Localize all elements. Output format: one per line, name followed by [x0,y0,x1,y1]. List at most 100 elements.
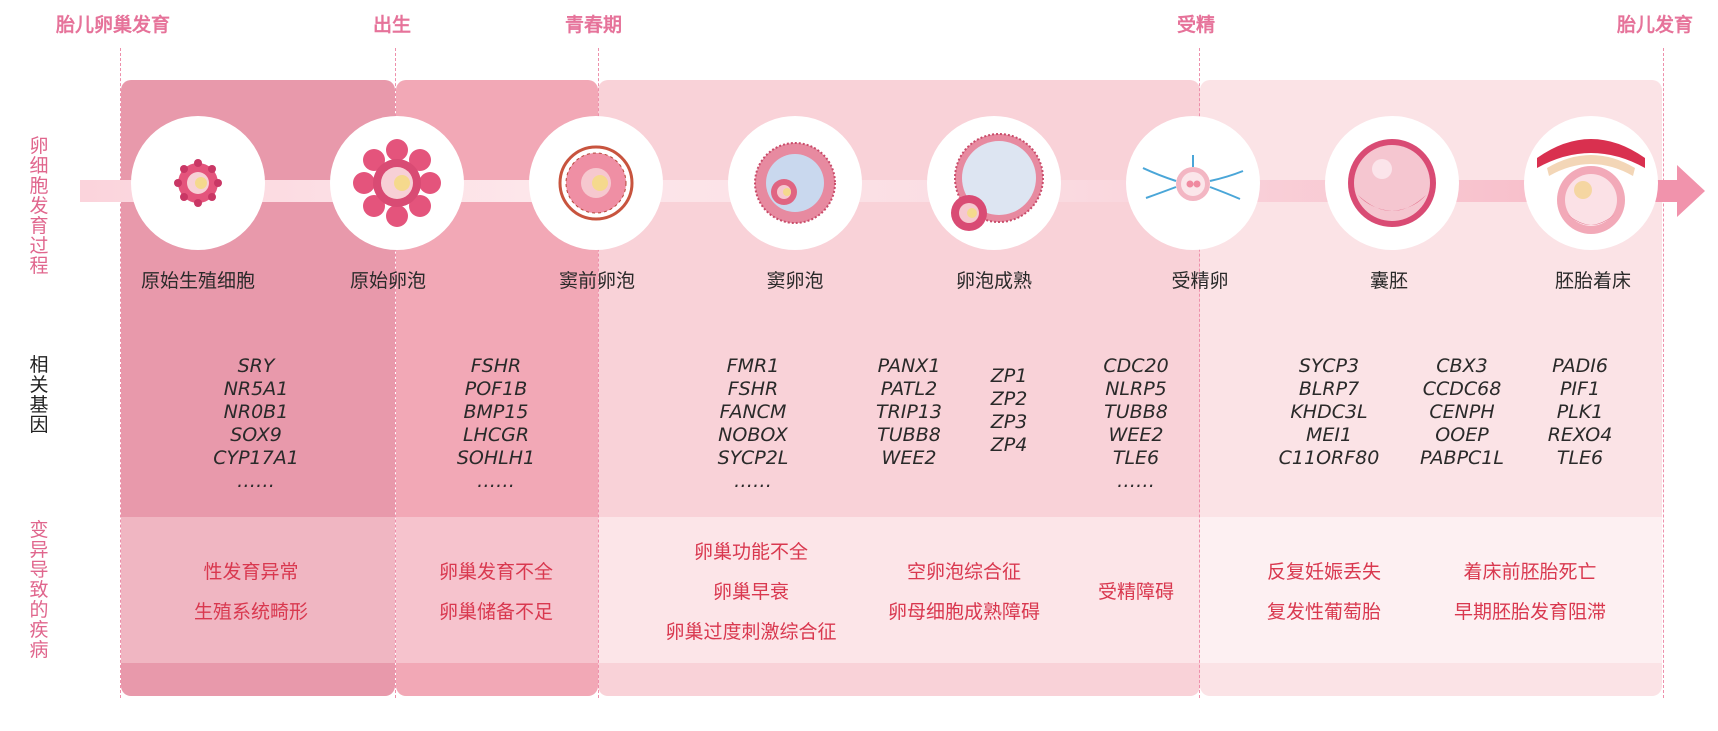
stage-name-primordial-follicle: 原始卵泡 [349,270,427,292]
gene: …… [476,470,515,492]
gene: PABPC1L [1420,447,1504,469]
gene: ZP1 [990,365,1028,387]
disease-band-1 [121,517,395,663]
gene: …… [1117,470,1155,492]
stage-label-birth: 出生 [373,14,412,36]
disease-item: 卵巢功能不全 [693,541,809,563]
gene: NR0B1 [223,401,289,423]
gene: REXO4 [1547,424,1613,446]
gene: POF1B [464,378,528,400]
primordial-germ-cell-icon [131,116,265,250]
row-label-diseases: 变异导致的疾病 [29,519,49,661]
timeline-arrow-icon [1655,165,1705,217]
gene: TRIP13 [875,401,943,423]
stage-label-fetal-ovary: 胎儿卵巢发育 [56,14,171,36]
timeline-band [80,180,1658,202]
gene: TLE6 [1556,447,1604,469]
gene: PIF1 [1559,378,1601,400]
gene: BLRP7 [1298,378,1360,400]
gene: TLE6 [1112,447,1160,469]
divider-line [1199,48,1200,698]
disease-item: 早期胚胎发育阻滞 [1453,601,1607,623]
gene: SYCP3 [1298,355,1360,377]
divider-line [120,48,121,698]
disease-item: 性发育异常 [203,561,299,583]
disease-item: 卵巢发育不全 [438,561,554,583]
gene: WEE2 [1108,424,1164,446]
gene: C11ORF80 [1278,447,1380,469]
gene: NLRP5 [1105,378,1167,400]
stage-name-implantation: 胚胎着床 [1554,270,1632,292]
stage-label-fetal-development: 胎儿发育 [1617,14,1694,36]
stage-name-zygote: 受精卵 [1171,270,1229,292]
stage-name-preantral-follicle: 窦前卵泡 [558,270,636,292]
disease-item: 复发性葡萄胎 [1266,601,1382,623]
gene: LHCGR [462,424,530,446]
gene: SYCP2L [717,447,789,469]
gene: TUBB8 [877,424,941,446]
disease-group-1: 性发育异常 生殖系统畸形 [194,552,308,632]
disease-band-4 [1200,517,1662,663]
row-label-genes: 相关基因 [29,354,49,436]
gene: ZP4 [990,434,1028,456]
disease-item: 着床前胚胎死亡 [1463,561,1597,583]
gene: FSHR [727,378,779,400]
gene: SOHLH1 [456,447,536,469]
gene-group-1: SRY NR5A1 NR0B1 SOX9 CYP17A1 …… [213,355,299,493]
gene: WEE2 [881,447,937,469]
divider-line [598,48,599,698]
blastocyst-icon [1325,116,1459,250]
stage-name-mature-follicle: 卵泡成熟 [955,270,1033,292]
gene-group-9: PADI6 PIF1 PLK1 REXO4 TLE6 [1548,355,1613,470]
gene-group-3: FMR1 FSHR FANCM NOBOX SYCP2L …… [718,355,789,493]
mature-follicle-icon [927,116,1061,250]
gene: CDC20 [1103,355,1169,377]
gene: CENPH [1429,401,1495,423]
gene: MEI1 [1305,424,1353,446]
disease-item: 受精障碍 [1097,581,1175,603]
gene: FSHR [470,355,522,377]
gene: OOEP [1435,424,1489,446]
stage-name-blastocyst: 囊胚 [1369,270,1409,292]
antral-follicle-icon [728,116,862,250]
disease-item: 卵巢储备不足 [438,601,554,623]
gene: SOX9 [230,424,282,446]
gene: CBX3 [1436,355,1488,377]
preantral-follicle-icon [529,116,663,250]
stage-label-fertilization: 受精 [1177,14,1216,36]
gene: FMR1 [726,355,780,377]
disease-item: 卵巢过度刺激综合征 [665,621,837,643]
gene: FANCM [719,401,787,423]
disease-item: 反复妊娠丢失 [1266,561,1382,583]
gene: …… [733,470,772,492]
gene: PANX1 [877,355,941,377]
disease-group-4: 空卵泡综合征 卵母细胞成熟障碍 [888,552,1040,632]
row-label-development: 卵细胞发育过程 [29,135,49,277]
disease-band-2 [396,517,598,663]
disease-group-6: 反复妊娠丢失 复发性葡萄胎 [1267,552,1381,632]
disease-group-5: 受精障碍 [1098,572,1174,612]
gene: CYP17A1 [213,447,299,469]
gene: ZP3 [990,411,1028,433]
gene-group-8: CBX3 CCDC68 CENPH OOEP PABPC1L [1420,355,1504,470]
disease-item: 生殖系统畸形 [193,601,309,623]
divider-line [1663,48,1664,698]
gene: BMP15 [463,401,529,423]
gene-group-4: PANX1 PATL2 TRIP13 TUBB8 WEE2 [876,355,942,470]
divider-line [395,48,396,698]
gene-group-2: FSHR POF1B BMP15 LHCGR SOHLH1 …… [457,355,535,493]
implantation-icon [1524,116,1658,250]
primordial-follicle-icon [330,116,464,250]
disease-item: 空卵泡综合征 [906,561,1022,583]
stage-label-puberty: 青春期 [565,14,623,36]
disease-group-2: 卵巢发育不全 卵巢储备不足 [439,552,553,632]
gene: NR5A1 [223,378,289,400]
disease-item: 卵巢早衰 [712,581,790,603]
gene: …… [237,470,275,492]
zygote-icon [1126,116,1260,250]
gene: KHDC3L [1290,401,1368,423]
stage-name-primordial-germ-cell: 原始生殖细胞 [140,270,256,292]
gene-group-7: SYCP3 BLRP7 KHDC3L MEI1 C11ORF80 [1279,355,1380,470]
gene-group-6: CDC20 NLRP5 TUBB8 WEE2 TLE6 …… [1103,355,1168,493]
gene: NOBOX [718,424,788,446]
